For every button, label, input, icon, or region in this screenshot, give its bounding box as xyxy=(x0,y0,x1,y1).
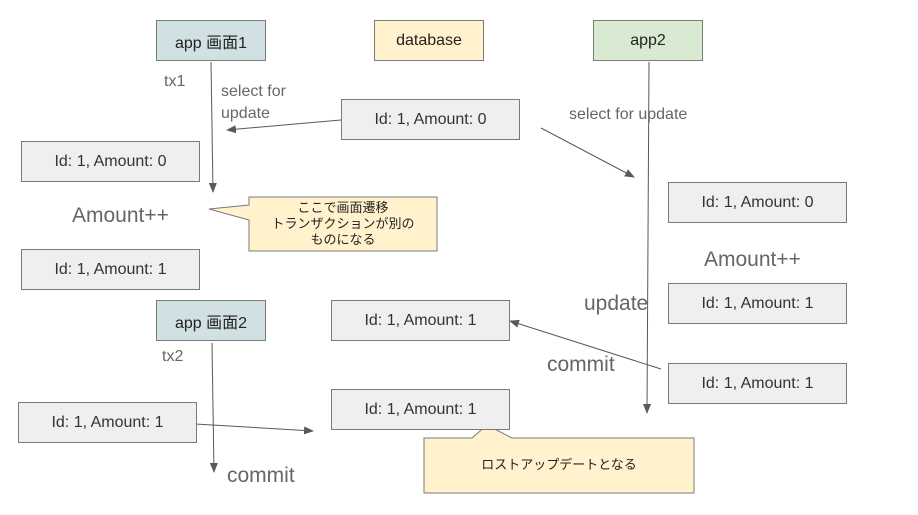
commit-app2-label: commit xyxy=(547,353,615,376)
record-app2-read: Id: 1, Amount: 0 xyxy=(668,182,847,223)
select-for-update-app2-label: select for update xyxy=(569,106,688,123)
arrow-db-to-app1-select xyxy=(226,119,342,134)
record-db-final: Id: 1, Amount: 1 xyxy=(331,389,510,430)
record-app1-read: Id: 1, Amount: 0 xyxy=(21,141,200,182)
arrow-app1-tx2-to-db xyxy=(194,423,314,435)
callout-screen-transition-shape xyxy=(208,196,438,252)
record-db-after-app2: Id: 1, Amount: 1 xyxy=(331,300,510,341)
lane-database: database xyxy=(374,20,484,61)
arrow-db-to-app2-select xyxy=(540,127,635,178)
callout-screen-transition: ここで画面遷移 トランザクションが別の ものになる xyxy=(271,199,415,248)
update-label: update xyxy=(584,292,649,315)
callout-lost-update: ロストアップデートとなる xyxy=(481,457,637,473)
amount-increment-app2-label: Amount++ xyxy=(704,248,801,271)
lane-app1-screen2: app 画面2 xyxy=(156,300,266,341)
lane-app2: app2 xyxy=(593,20,703,61)
record-app1-incremented: Id: 1, Amount: 1 xyxy=(21,249,200,290)
commit-app1-label: commit xyxy=(227,464,295,487)
record-app2-incremented: Id: 1, Amount: 1 xyxy=(668,283,847,324)
select-for-update-app1-label: select for update xyxy=(221,83,286,122)
tx2-label: tx2 xyxy=(162,348,184,365)
lane-app1-screen1: app 画面1 xyxy=(156,20,266,61)
app1-tx2-lifeline xyxy=(209,342,218,473)
arrow-app2-commit-to-db xyxy=(509,319,662,370)
app1-tx1-lifeline xyxy=(208,61,217,193)
amount-increment-app1-label: Amount++ xyxy=(72,204,169,227)
record-db-initial: Id: 1, Amount: 0 xyxy=(341,99,520,140)
app2-lifeline xyxy=(643,61,652,414)
tx1-label: tx1 xyxy=(164,73,186,90)
record-app1-tx2-value: Id: 1, Amount: 1 xyxy=(18,402,197,443)
callout-lost-update-shape xyxy=(423,424,695,494)
record-app2-committed: Id: 1, Amount: 1 xyxy=(668,363,847,404)
